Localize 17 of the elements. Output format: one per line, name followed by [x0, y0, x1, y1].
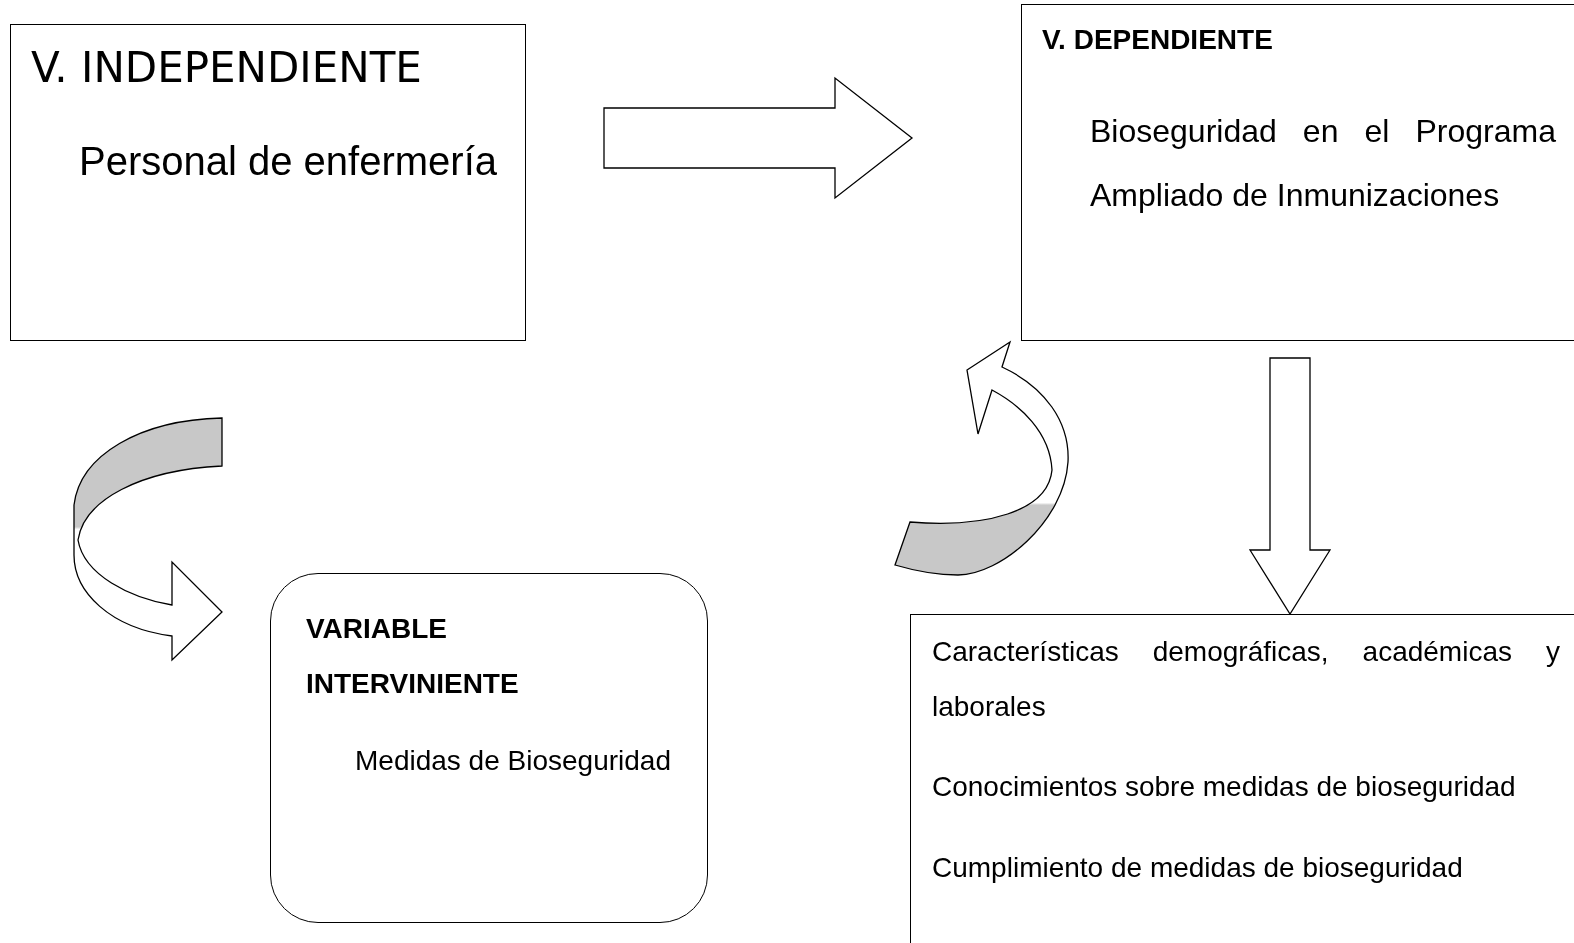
node-text: Características demográficas, académicas y laborales	[932, 635, 1560, 724]
node-text: Bioseguridad en el Programa Ampliado de Inmunizaciones	[1090, 112, 1556, 215]
curved-arrow	[894, 341, 1069, 576]
node-heading: VARIABLE INTERVINIENTE	[306, 612, 520, 701]
text-box	[1021, 4, 1574, 341]
curved-arrow	[73, 417, 223, 661]
block-arrow	[1248, 357, 1332, 616]
node-text: Cumplimiento de medidas de bioseguridad	[932, 850, 1464, 885]
node-heading: V. INDEPENDIENTE	[31, 43, 422, 94]
text-box	[910, 614, 1574, 943]
node-text: Medidas de Bioseguridad	[355, 744, 672, 778]
node-text: Personal de enfermería	[79, 138, 498, 185]
text-box	[10, 24, 526, 341]
node-text: Conocimientos sobre medidas de bioseguridad	[932, 770, 1517, 805]
node-heading: V. DEPENDIENTE	[1042, 23, 1273, 57]
rounded-box	[270, 573, 708, 923]
block-arrow	[603, 76, 914, 200]
